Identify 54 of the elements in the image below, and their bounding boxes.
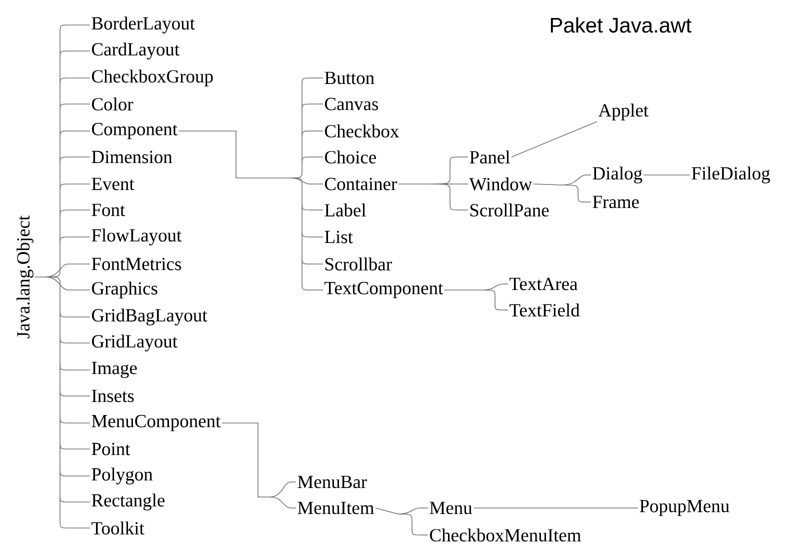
class-name: CardLayout <box>92 42 180 60</box>
class-name: Frame <box>592 196 639 208</box>
bracket-line <box>34 24 90 528</box>
class-name: Dialog <box>592 166 642 184</box>
bracket-line <box>178 78 324 290</box>
class-name: Checkbox <box>324 124 399 138</box>
class-name: Applet <box>598 104 648 120</box>
class-name: Choice <box>324 150 376 164</box>
class-name: Point <box>92 442 130 456</box>
class-name: Color <box>92 97 134 110</box>
class-name: BorderLayout <box>92 16 195 34</box>
bracket-line <box>444 284 508 310</box>
class-name: GridBagLayout <box>92 308 208 326</box>
class-name: Component <box>92 122 178 140</box>
bracket-line <box>532 174 592 202</box>
class-name: Java.lang.Object <box>16 215 34 338</box>
class-name: Event <box>92 178 134 190</box>
class-name: Graphics <box>92 282 158 298</box>
class-name: Toolkit <box>92 521 144 534</box>
class-name: List <box>324 230 353 244</box>
connector-line <box>511 121 598 158</box>
class-name: Button <box>324 72 374 84</box>
class-name: MenuItem <box>298 502 374 514</box>
class-name: Canvas <box>324 98 378 110</box>
class-name: Rectangle <box>92 494 165 510</box>
class-name: Dimension <box>92 150 172 164</box>
class-name: TextField <box>510 303 580 316</box>
class-name: Scrollbar <box>325 257 392 270</box>
class-name: FlowLayout <box>92 228 182 246</box>
class-name: Menu <box>430 502 472 514</box>
class-name: ScrollPane <box>470 203 549 216</box>
class-name: PopupMenu <box>640 500 730 516</box>
class-name: TextArea <box>510 278 578 290</box>
bracket-line <box>375 508 428 536</box>
class-name: TextComponent <box>324 282 444 298</box>
class-name: CheckboxGroup <box>92 70 213 86</box>
bracket-line <box>222 422 296 508</box>
class-name: FileDialog <box>692 166 770 184</box>
class-name: FontMetrics <box>92 258 181 270</box>
class-name: Font <box>92 204 126 216</box>
connector-line <box>643 174 690 176</box>
class-name: Label <box>324 203 366 216</box>
class-name: MenuComponent <box>92 414 221 432</box>
class-name: Container <box>324 178 398 190</box>
class-name: Panel <box>470 150 510 164</box>
class-name: MenuBar <box>298 476 367 488</box>
bracket-line <box>398 156 468 210</box>
class-name: Image <box>92 362 137 378</box>
class-name: GridLayout <box>92 334 178 352</box>
title: Paket Java.awt <box>550 17 692 33</box>
class-name: CheckboxMenuItem <box>430 528 581 542</box>
class-name: Window <box>469 177 532 191</box>
class-name: Insets <box>92 390 134 402</box>
class-name: Polygon <box>92 468 153 484</box>
